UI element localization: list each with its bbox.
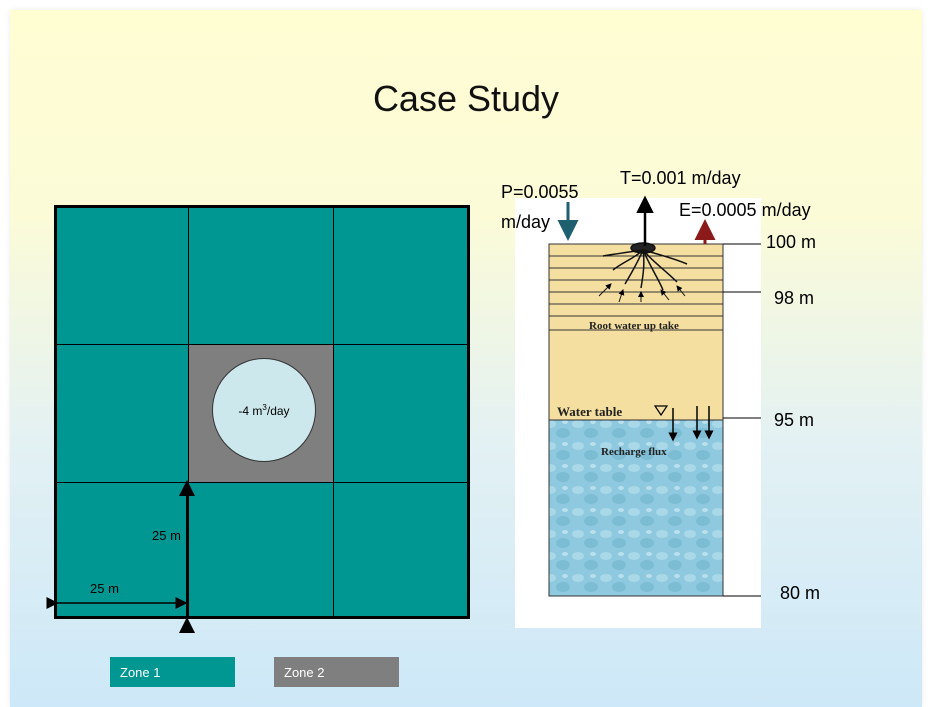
water-table-marker [653,405,669,417]
root-uptake-label: Root water up take [589,320,679,332]
saturated-zone [548,419,724,597]
transpiration-label: T=0.001 m/day [620,168,741,188]
depth-label-95m: 95 m [774,410,815,430]
model-grid: -4 m3/day 25 m 25 m [54,205,470,619]
legend-zone2: Zone 2 [274,657,399,687]
soil-profile-panel: Root water up take Water table Recharge … [515,198,761,628]
well-rate-label: -4 m3/day [238,402,290,418]
soil-layer-lines [549,255,723,331]
grid-line [188,208,189,616]
depth-ticks [723,243,761,597]
legend-zone2-label: Zone 2 [284,664,325,680]
water-table-label: Water table [557,404,623,419]
evaporation-label: E=0.0005 m/day [679,200,811,220]
precipitation-label-line1: P=0.0055 [501,182,579,202]
dimension-label-horizontal: 25 m [90,581,119,596]
unsaturated-zone [548,243,724,421]
legend-zone1-label: Zone 1 [120,664,161,680]
grid-line [333,208,334,616]
recharge-flux-label: Recharge flux [601,446,667,458]
uptake-arrows [598,283,686,303]
depth-label-80m: 80 m [780,583,821,603]
soil-profile-drawing [548,242,761,597]
grid-line [57,344,467,345]
depth-label-98m: 98 m [774,288,815,308]
depth-label-100m: 100 m [766,232,817,252]
pumping-well: -4 m3/day [212,358,316,462]
legend-zone1: Zone 1 [110,657,235,687]
precipitation-label-line2: m/day [501,212,551,232]
slide-title: Case Study [372,78,560,119]
grid-line [57,482,467,483]
dimension-label-vertical: 25 m [152,528,181,543]
recharge-arrows [668,406,714,442]
plant-roots [602,242,688,291]
